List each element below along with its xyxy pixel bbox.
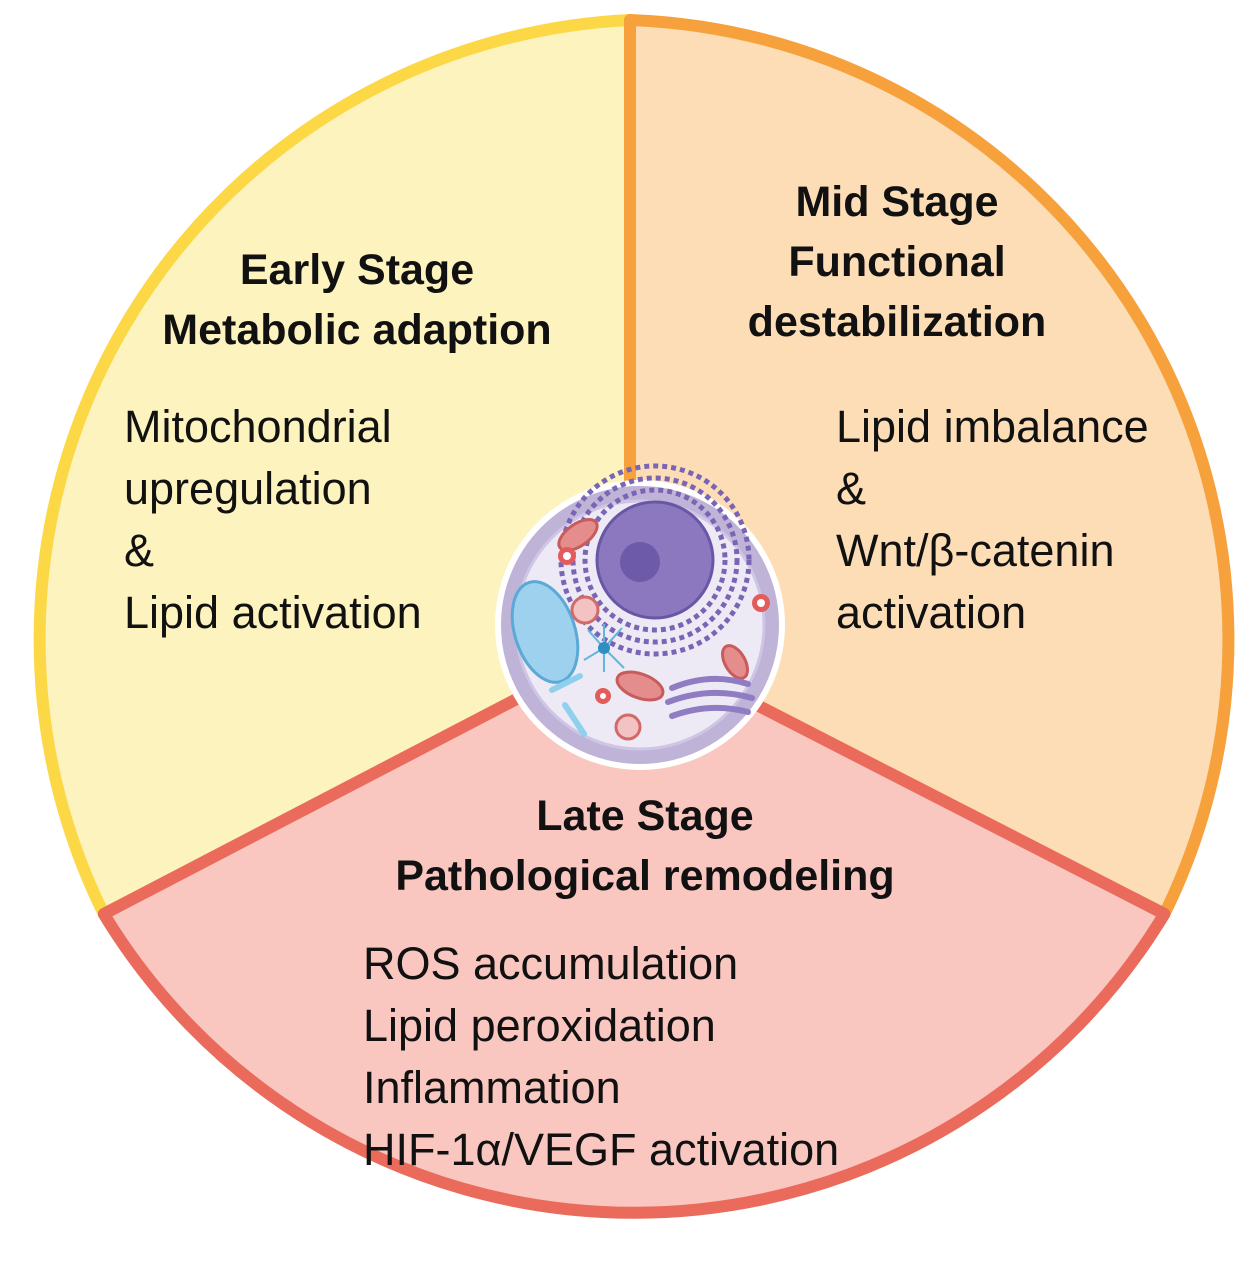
centrosome-icon bbox=[583, 624, 625, 672]
late-stage-subtitle: Pathological remodeling bbox=[395, 852, 894, 900]
early-stage-title: Early Stage bbox=[240, 246, 474, 294]
early-stage-item: upregulation bbox=[124, 463, 372, 514]
early-stage-item: Lipid activation bbox=[124, 587, 422, 638]
endoplasmic-reticulum-icon bbox=[558, 463, 752, 657]
late-stage-text: Late Stage Pathological remodeling ROS a… bbox=[363, 792, 895, 1175]
vacuole-icon bbox=[510, 580, 580, 684]
mid-stage-segment bbox=[624, 14, 1235, 920]
late-stage-item: ROS accumulation bbox=[363, 938, 738, 989]
cell-illustration-icon bbox=[495, 463, 785, 770]
early-stage-segment bbox=[33, 14, 636, 920]
early-stage-text: Early Stage Metabolic adaption Mitochond… bbox=[124, 246, 552, 638]
cytoskeleton-icon bbox=[549, 673, 587, 737]
late-stage-item: Inflammation bbox=[363, 1062, 621, 1113]
mitochondria-icon bbox=[557, 517, 749, 702]
early-stage-item: & bbox=[124, 525, 154, 576]
late-stage-item: Lipid peroxidation bbox=[363, 1000, 716, 1051]
early-stage-subtitle: Metabolic adaption bbox=[162, 306, 551, 354]
late-stage-segment bbox=[97, 634, 1171, 1219]
mid-stage-text: Mid Stage Functional destabilization Lip… bbox=[748, 178, 1149, 638]
mid-stage-item: Wnt/β-catenin bbox=[836, 525, 1114, 576]
late-stage-item: HIF-1α/VEGF activation bbox=[363, 1124, 839, 1175]
mid-stage-subtitle: destabilization bbox=[748, 298, 1047, 346]
vesicle-icon bbox=[558, 547, 770, 741]
mid-stage-item: & bbox=[836, 463, 866, 514]
golgi-apparatus-icon bbox=[665, 675, 755, 719]
mid-stage-subtitle: Functional bbox=[788, 238, 1005, 286]
mid-stage-item: activation bbox=[836, 587, 1026, 638]
mid-stage-title: Mid Stage bbox=[795, 178, 998, 226]
nucleolus-icon bbox=[620, 542, 660, 582]
early-stage-item: Mitochondrial bbox=[124, 401, 392, 452]
late-stage-title: Late Stage bbox=[536, 792, 753, 840]
mid-stage-item: Lipid imbalance bbox=[836, 401, 1149, 452]
